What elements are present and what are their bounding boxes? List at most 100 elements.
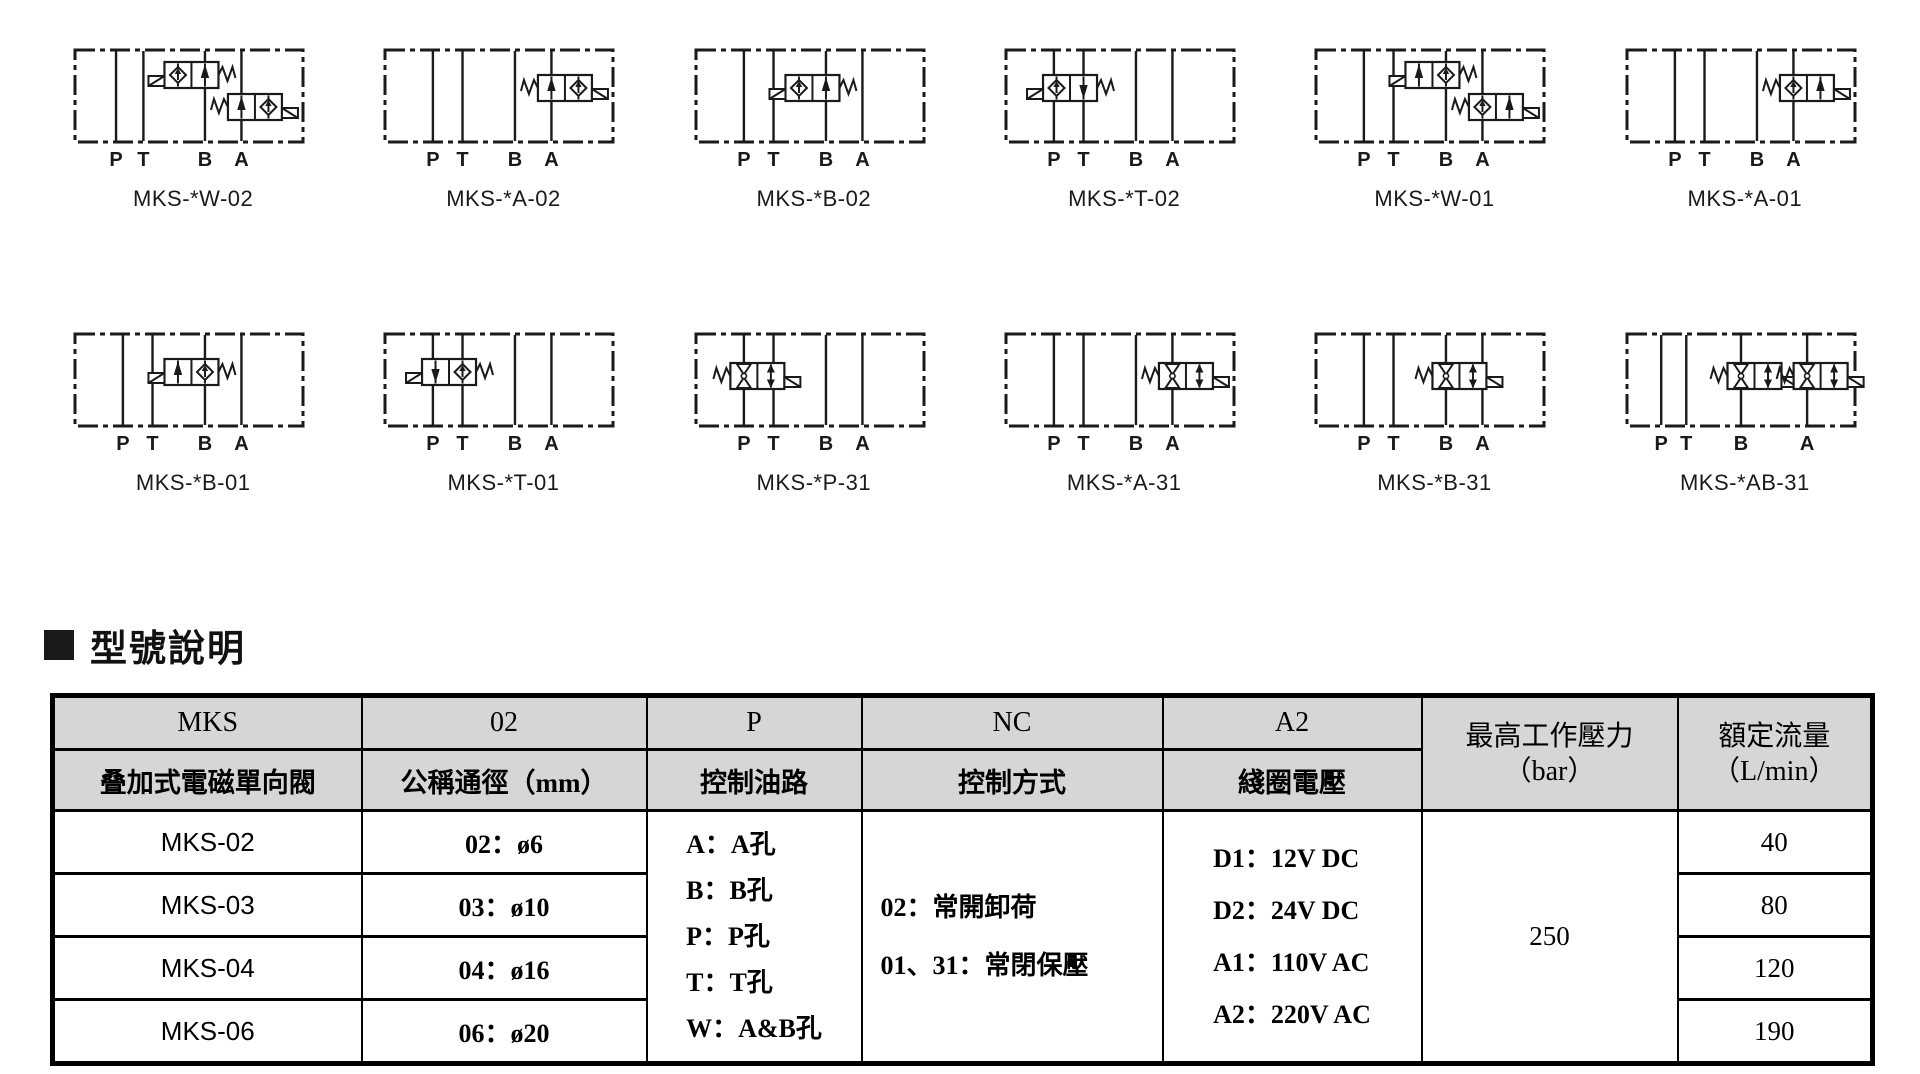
flow-cell: 120 <box>1676 935 1874 1001</box>
col-desc-control-oil: 控制油路 <box>645 748 863 812</box>
coil-voltage-line: A1：110V AC <box>1213 947 1370 977</box>
valve-model-label: MKS-*T-02 <box>1068 186 1181 211</box>
control-oil-line: B：B孔 <box>686 875 773 905</box>
svg-text:T: T <box>767 433 779 455</box>
svg-text:P: P <box>427 433 440 455</box>
model-cell: MKS-06 <box>51 998 363 1065</box>
col-header-max-pressure: 最高工作壓力 （bar） <box>1420 694 1679 812</box>
svg-text:T: T <box>1078 149 1090 171</box>
flow-cell: 40 <box>1676 809 1874 875</box>
valve-model-label: MKS-*B-01 <box>135 470 251 495</box>
svg-text:A: A <box>1165 433 1179 455</box>
svg-text:T: T <box>1078 433 1090 455</box>
svg-text:P: P <box>1654 433 1667 455</box>
col-desc-control-mode: 控制方式 <box>860 748 1164 812</box>
svg-text:A: A <box>1165 149 1179 171</box>
control-oil-line: P：P孔 <box>686 921 770 951</box>
svg-text:T: T <box>137 149 149 171</box>
flow-cell: 80 <box>1676 872 1874 938</box>
valve-model-label: MKS-*W-02 <box>133 186 254 211</box>
bore-cell: 06：ø20 <box>360 998 648 1065</box>
svg-text:P: P <box>737 149 750 171</box>
svg-text:P: P <box>1358 433 1371 455</box>
control-mode-line: 01、31：常閉保壓 <box>880 950 1089 980</box>
svg-text:A: A <box>234 433 248 455</box>
valve-model-label: MKS-*A-01 <box>1687 186 1803 211</box>
svg-text:A: A <box>1476 149 1490 171</box>
bore-cell: 02：ø6 <box>360 809 648 875</box>
svg-text:P: P <box>110 149 123 171</box>
svg-text:T: T <box>1698 149 1710 171</box>
model-cell: MKS-03 <box>51 872 363 938</box>
coil-voltage-line: A2：220V AC <box>1213 999 1371 1029</box>
control-oil-cell: A：A孔 B：B孔 P：P孔 T：T孔 W：A&B孔 <box>645 809 863 1065</box>
rated-flow-unit: （L/min） <box>1712 755 1837 787</box>
col-code-mks: MKS <box>51 694 363 751</box>
col-desc-nominal-bore: 公稱通徑（mm） <box>360 748 648 812</box>
svg-text:B: B <box>819 149 833 171</box>
valve-model-label: MKS-*A-31 <box>1066 470 1182 495</box>
valve-model-label: MKS-*A-02 <box>446 186 561 211</box>
svg-text:P: P <box>1668 149 1681 171</box>
max-pressure-value: 250 <box>1420 809 1679 1065</box>
coil-voltage-line: D1：12V DC <box>1213 843 1360 873</box>
section-title: 型號說明 <box>90 628 246 669</box>
svg-text:B: B <box>1750 149 1764 171</box>
svg-text:A: A <box>545 149 559 171</box>
control-oil-line: T：T孔 <box>686 967 773 997</box>
col-code-size: 02 <box>360 694 648 751</box>
svg-text:A: A <box>855 433 869 455</box>
black-square-bullet-icon <box>44 630 74 660</box>
col-code-mode: NC <box>860 694 1164 751</box>
svg-text:P: P <box>737 433 750 455</box>
svg-text:P: P <box>1047 433 1060 455</box>
model-cell: MKS-02 <box>51 809 363 875</box>
svg-text:A: A <box>1800 433 1814 455</box>
svg-text:T: T <box>1680 433 1692 455</box>
svg-text:A: A <box>1476 433 1490 455</box>
svg-text:B: B <box>1439 149 1453 171</box>
valve-model-label: MKS-*B-31 <box>1377 470 1492 495</box>
svg-text:B: B <box>1439 433 1453 455</box>
svg-text:T: T <box>457 433 469 455</box>
svg-text:P: P <box>427 149 440 171</box>
valve-model-label: MKS-*T-01 <box>447 470 560 495</box>
control-mode-line: 02：常開卸荷 <box>880 892 1037 922</box>
svg-text:A: A <box>1786 149 1800 171</box>
flow-cell: 190 <box>1676 998 1874 1065</box>
svg-text:P: P <box>1047 149 1060 171</box>
bore-cell: 04：ø16 <box>360 935 648 1001</box>
svg-text:B: B <box>1129 149 1143 171</box>
max-pressure-title: 最高工作壓力 <box>1465 720 1634 752</box>
col-header-rated-flow: 額定流量 （L/min） <box>1676 694 1874 812</box>
svg-text:P: P <box>116 433 129 455</box>
coil-voltage-cell: D1：12V DC D2：24V DC A1：110V AC A2：220V A… <box>1161 809 1423 1065</box>
svg-text:T: T <box>1388 149 1400 171</box>
svg-text:B: B <box>1734 433 1748 455</box>
valve-model-label: MKS-*P-31 <box>756 470 872 495</box>
col-desc-valve-type: 叠加式電磁單向閥 <box>51 748 363 812</box>
col-code-coil: A2 <box>1161 694 1423 751</box>
svg-text:B: B <box>1129 433 1143 455</box>
